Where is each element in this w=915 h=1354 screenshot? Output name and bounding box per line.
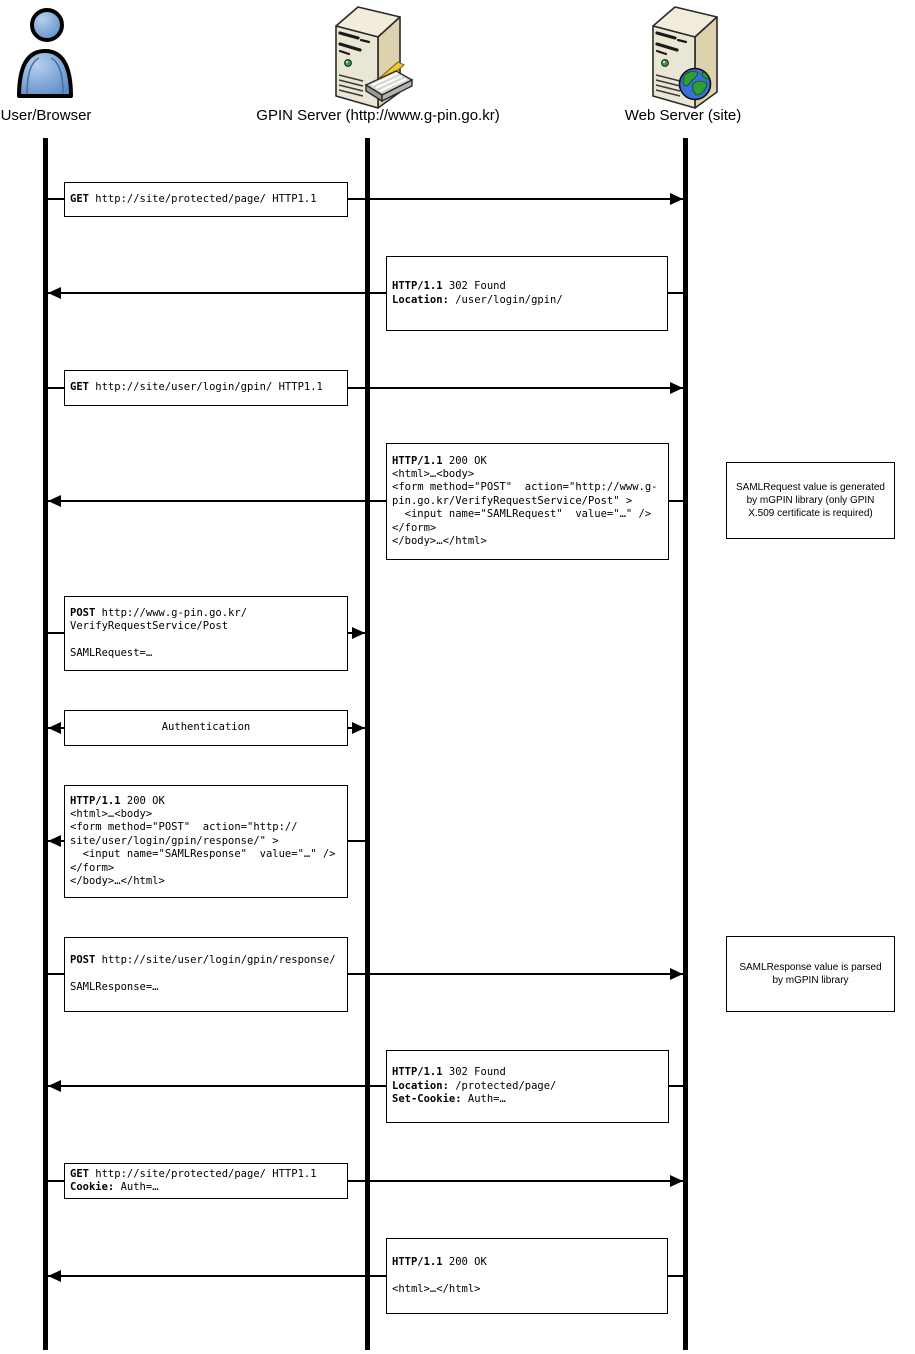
message-arrow-11 <box>48 1275 683 1277</box>
message-line <box>392 1269 662 1282</box>
arrowhead-left-6 <box>48 722 61 734</box>
note-text: SAMLRequest value is generated by mGPIN … <box>736 482 885 519</box>
message-line: Set-Cookie: Auth=… <box>392 1093 506 1106</box>
message-box-4: HTTP/1.1 200 OK <html>…<body> <form meth… <box>386 443 669 560</box>
message-line: </form> <box>392 521 437 534</box>
message-line: Authentication <box>161 721 251 734</box>
message-line: VerifyRequestService/Post <box>70 620 229 633</box>
message-line: <form method="POST" action="http://www.g… <box>392 481 658 494</box>
actor-label-user: User/Browser <box>0 107 92 124</box>
arrowhead-left-9 <box>48 1080 61 1092</box>
message-line: site/user/login/gpin/response/" > <box>70 834 279 847</box>
lifeline-web <box>683 138 688 1350</box>
message-line: <input name="SAMLRequest" value="…" /> <box>392 508 652 521</box>
arrowhead-left-11 <box>48 1270 61 1282</box>
message-box-10: GET http://site/protected/page/ HTTP1.1 … <box>64 1163 348 1199</box>
message-arrow-2 <box>48 292 683 294</box>
arrowhead-right-5 <box>352 627 365 639</box>
message-line: pin.go.kr/VerifyRequestService/Post" > <box>392 494 633 507</box>
message-line <box>70 968 342 981</box>
message-line: Cookie: Auth=… <box>70 1181 159 1193</box>
gpin-server-icon <box>335 6 414 109</box>
message-line: GET http://site/protected/page/ HTTP1.1 <box>70 192 317 205</box>
message-line: <input name="SAMLResponse" value="…" /> <box>70 848 336 861</box>
lifeline-user <box>43 138 48 1350</box>
message-line: </body>…</html> <box>392 535 487 548</box>
message-box-6: Authentication <box>64 710 348 746</box>
message-line: POST http://www.g-pin.go.kr/ <box>70 606 248 619</box>
message-line: </body>…</html> <box>70 875 165 888</box>
arrowhead-right-6 <box>352 722 365 734</box>
note-samlrequest: SAMLRequest value is generated by mGPIN … <box>726 462 895 539</box>
message-arrow-8 <box>48 973 683 975</box>
message-line <box>70 634 342 647</box>
message-line: SAMLRequest=… <box>70 646 153 659</box>
arrowhead-right-10 <box>670 1175 683 1187</box>
message-box-11: HTTP/1.1 200 OK <html>…</html> <box>386 1238 668 1314</box>
message-line: <html>…<body> <box>392 467 475 480</box>
arrowhead-right-1 <box>670 193 683 205</box>
message-box-9: HTTP/1.1 302 Found Location: /protected/… <box>386 1050 669 1123</box>
person-icon <box>17 8 73 98</box>
message-line: <html>…<body> <box>70 807 153 820</box>
message-arrow-9 <box>48 1085 683 1087</box>
message-arrow-3 <box>48 387 683 389</box>
globe-icon <box>678 67 712 101</box>
arrowhead-left-2 <box>48 287 61 299</box>
arrowhead-left-7 <box>48 835 61 847</box>
message-box-7: HTTP/1.1 200 OK <html>…<body> <form meth… <box>64 785 348 898</box>
lifeline-gpin <box>365 138 370 1350</box>
message-line: HTTP/1.1 200 OK <box>392 454 487 467</box>
arrowhead-right-3 <box>670 382 683 394</box>
message-box-8: POST http://site/user/login/gpin/respons… <box>64 937 348 1012</box>
note-samlresponse: SAMLResponse value is parsed by mGPIN li… <box>726 936 895 1012</box>
message-arrow-4 <box>48 500 683 502</box>
message-line: POST http://site/user/login/gpin/respons… <box>70 954 336 967</box>
web-server-icon <box>652 6 718 109</box>
keyboard-icon <box>364 61 414 103</box>
message-line: GET http://site/protected/page/ HTTP1.1 <box>70 1167 317 1180</box>
message-box-3: GET http://site/user/login/gpin/ HTTP1.1 <box>64 370 348 406</box>
message-line: Location: /protected/page/ <box>392 1079 557 1092</box>
message-arrow-10 <box>48 1180 683 1182</box>
actor-label-gpin: GPIN Server (http://www.g-pin.go.kr) <box>256 107 500 124</box>
message-line: Location: /user/login/gpin/ <box>392 293 563 306</box>
message-box-1: GET http://site/protected/page/ HTTP1.1 <box>64 182 348 217</box>
message-line: <html>…</html> <box>392 1282 481 1295</box>
message-box-5: POST http://www.g-pin.go.kr/ VerifyReque… <box>64 596 348 671</box>
message-line: SAMLResponse=… <box>70 981 159 994</box>
led-icon <box>661 59 669 67</box>
message-line: GET http://site/user/login/gpin/ HTTP1.1 <box>70 381 323 394</box>
message-line: </form> <box>70 861 115 874</box>
led-icon <box>344 59 352 67</box>
message-line: HTTP/1.1 302 Found <box>392 1066 506 1079</box>
message-box-2: HTTP/1.1 302 Found Location: /user/login… <box>386 256 668 331</box>
message-line: HTTP/1.1 302 Found <box>392 280 506 293</box>
message-line: <form method="POST" action="http:// <box>70 821 298 834</box>
message-arrow-1 <box>48 198 683 200</box>
arrowhead-left-4 <box>48 495 61 507</box>
message-line: HTTP/1.1 200 OK <box>392 1255 487 1268</box>
note-text: SAMLResponse value is parsed by mGPIN li… <box>739 962 882 986</box>
actor-label-web: Web Server (site) <box>624 107 742 124</box>
message-line: HTTP/1.1 200 OK <box>70 794 165 807</box>
arrowhead-right-8 <box>670 968 683 980</box>
